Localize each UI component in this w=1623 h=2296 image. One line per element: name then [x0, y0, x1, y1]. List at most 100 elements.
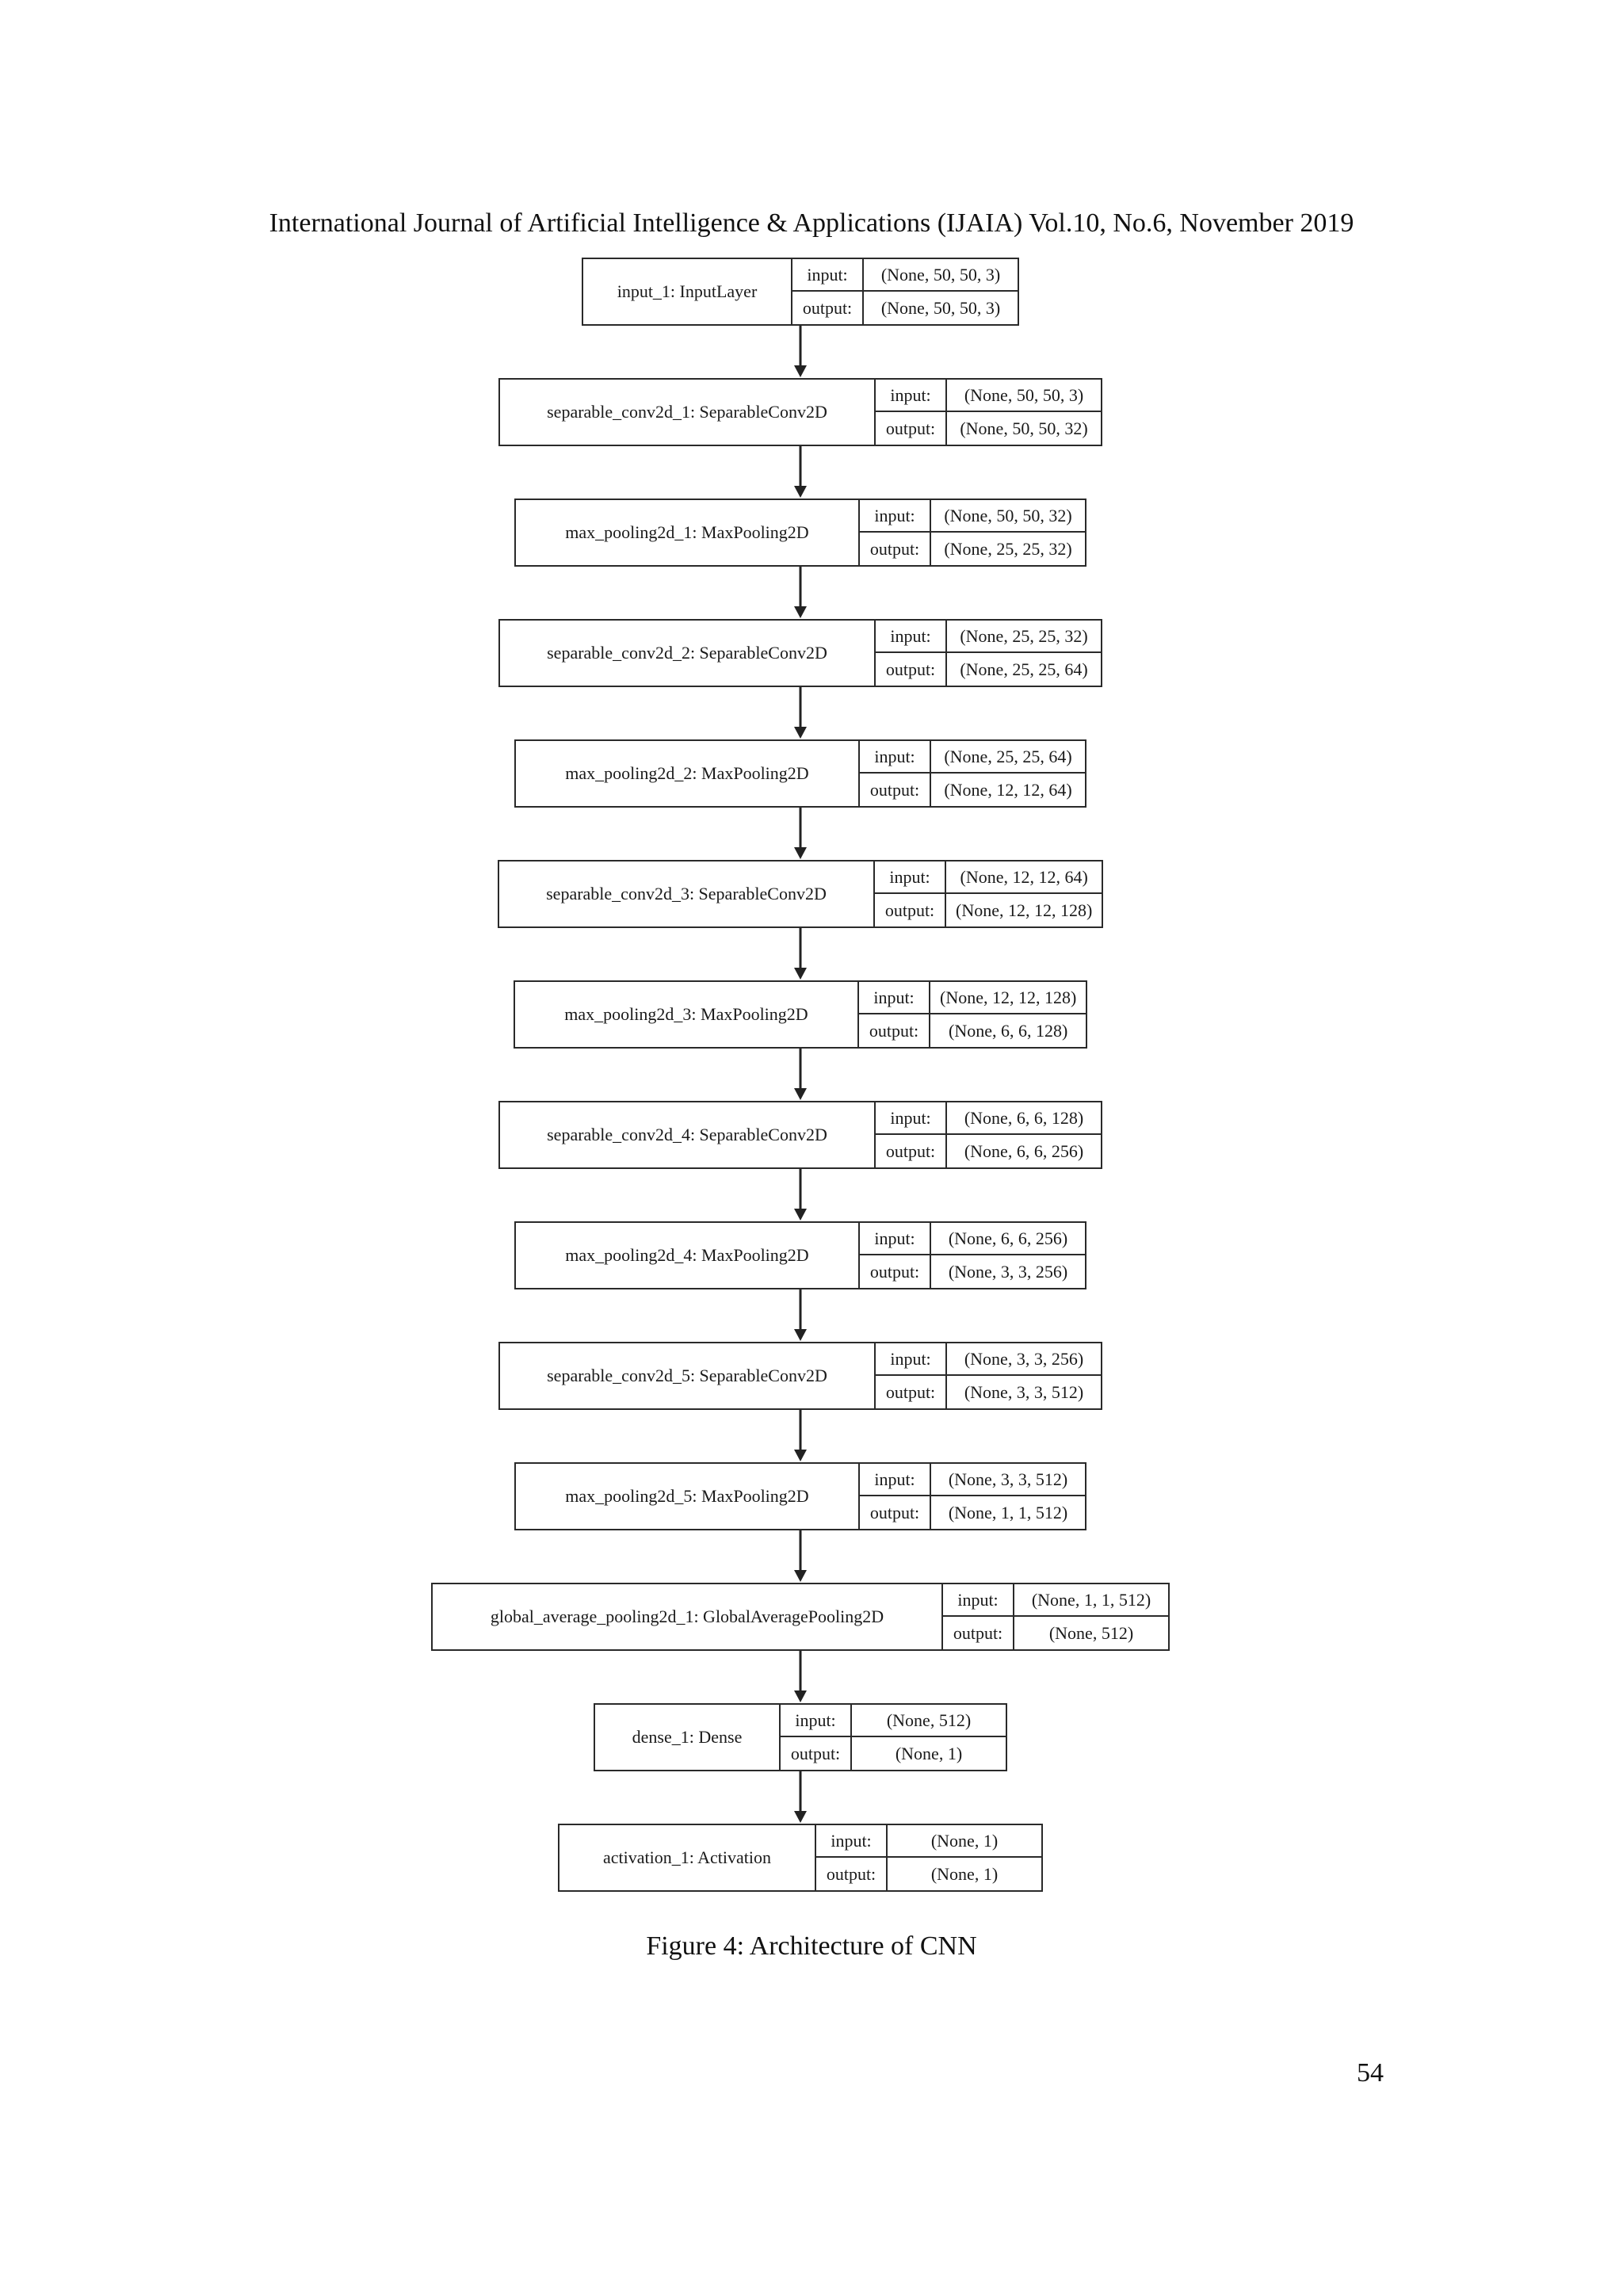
input-shape: (None, 50, 50, 3)	[947, 380, 1101, 412]
input-label: input:	[792, 259, 864, 292]
layer-io-table: input:(None, 12, 12, 64)output: (None, 12…	[875, 861, 1102, 926]
output-shape: (None, 6, 6, 128)	[949, 1020, 1068, 1041]
layer-io-table: input:(None, 3, 3, 256)output:(None, 3, …	[876, 1343, 1101, 1408]
layer-io-table: input:(None, 50, 50, 3)output:(None, 50,…	[792, 259, 1018, 324]
layer-box: global_average_pooling2d_1: GlobalAverag…	[431, 1583, 1170, 1651]
input-shape: (None, 50, 50, 32)	[931, 500, 1085, 533]
output-label: output:	[875, 894, 946, 926]
output-label: output:	[792, 292, 864, 324]
output-shape: (None, 12, 12, 64)	[944, 779, 1072, 800]
input-label: input:	[876, 1343, 947, 1376]
output-shape: (None, 25, 25, 64)	[960, 659, 1088, 679]
input-shape: (None, 50, 50, 3)	[864, 259, 1018, 292]
output-shape: (None, 3, 3, 256)	[948, 1261, 1068, 1282]
layer-io-table: input:(None, 1, 1, 512)output: (None, 512…	[943, 1584, 1168, 1649]
input-shape: (None, 512)	[852, 1705, 1006, 1737]
input-label: input:	[781, 1705, 852, 1737]
output-label: output:	[860, 1255, 931, 1288]
output-label: output:	[860, 1496, 931, 1529]
layer-name: activation_1: Activation	[559, 1825, 816, 1890]
output-label: output:	[860, 533, 931, 565]
input-label: input:	[859, 982, 930, 1014]
input-shape: (None, 1, 1, 512)	[1014, 1584, 1168, 1617]
figure-caption: Figure 4: Architecture of CNN	[646, 1931, 977, 1961]
layer-name: max_pooling2d_2: MaxPooling2D	[516, 741, 860, 806]
layer-name: separable_conv2d_2: SeparableConv2D	[500, 621, 876, 686]
arrowhead	[794, 1690, 807, 1702]
layer-io-table: input:(None, 50, 50, 32)output:(None, 25…	[860, 500, 1085, 565]
layer-io-table: input:(None, 25, 25, 64)output:(None, 12…	[860, 741, 1085, 806]
output-shape: (None, 3, 3, 512)	[964, 1381, 1084, 1402]
layer-io-table: input:(None, 1)output:(None, 1)	[816, 1825, 1041, 1890]
output-shape: (None, 1, 1, 512)	[948, 1502, 1068, 1522]
layer-name: max_pooling2d_1: MaxPooling2D	[516, 500, 860, 565]
output-shape: (None, 6, 6, 256)	[964, 1140, 1084, 1161]
arrowhead	[794, 606, 807, 618]
output-label: output:	[876, 412, 947, 445]
layer-name: max_pooling2d_3: MaxPooling2D	[515, 982, 859, 1047]
output-label: output:	[859, 1014, 930, 1047]
arrowhead	[794, 968, 807, 980]
layer-name: max_pooling2d_4: MaxPooling2D	[516, 1223, 860, 1288]
input-label: input:	[860, 500, 931, 533]
output-label: output:	[860, 774, 931, 806]
layer-name: dense_1: Dense	[595, 1705, 781, 1770]
layer-name: global_average_pooling2d_1: GlobalAverag…	[433, 1584, 943, 1649]
output-shape: (None, 50, 50, 32)	[960, 418, 1088, 438]
arrowhead	[794, 1570, 807, 1582]
input-label: input:	[816, 1825, 888, 1858]
layer-io-table: input:(None, 12, 12, 128)output: (None, 6…	[859, 982, 1086, 1047]
output-shape: (None, 512)	[1048, 1622, 1134, 1643]
layer-io-table: input:(None, 25, 25, 32)output:(None, 25…	[876, 621, 1101, 686]
arrowhead	[794, 1329, 807, 1341]
input-label: input:	[875, 861, 946, 894]
layer-io-table: input:(None, 6, 6, 256)output: (None, 3, …	[860, 1223, 1085, 1288]
input-shape: (None, 12, 12, 128)	[930, 982, 1086, 1014]
arrowhead	[794, 1209, 807, 1221]
output-shape: (None, 1)	[930, 1863, 999, 1884]
output-label: output:	[781, 1737, 852, 1770]
arrowhead	[794, 365, 807, 377]
input-shape: (None, 6, 6, 128)	[947, 1102, 1101, 1135]
output-label: output:	[943, 1617, 1014, 1649]
input-shape: (None, 3, 3, 512)	[931, 1464, 1085, 1496]
layer-name: separable_conv2d_3: SeparableConv2D	[499, 861, 875, 926]
layer-io-table: input:(None, 3, 3, 512)output:(None, 1, …	[860, 1464, 1085, 1529]
output-shape: (None, 12, 12, 128)	[956, 900, 1093, 920]
layer-name: separable_conv2d_4: SeparableConv2D	[500, 1102, 876, 1167]
output-label: output:	[876, 1376, 947, 1408]
input-shape: (None, 6, 6, 256)	[931, 1223, 1085, 1255]
input-label: input:	[860, 741, 931, 774]
layer-name: input_1: InputLayer	[583, 259, 792, 324]
input-label: input:	[876, 1102, 947, 1135]
flow-arrows	[794, 326, 807, 1823]
layer-io-table: input:(None, 512)output: (None, 1)	[781, 1705, 1006, 1770]
layer-name: separable_conv2d_5: SeparableConv2D	[500, 1343, 876, 1408]
input-label: input:	[876, 621, 947, 653]
arrowhead	[794, 1088, 807, 1100]
input-label: input:	[943, 1584, 1014, 1617]
input-shape: (None, 25, 25, 32)	[947, 621, 1101, 653]
arrowhead	[794, 727, 807, 739]
journal-header: International Journal of Artificial Inte…	[269, 208, 1354, 238]
input-shape: (None, 1)	[888, 1825, 1041, 1858]
input-label: input:	[876, 380, 947, 412]
input-label: input:	[860, 1223, 931, 1255]
arrowhead	[794, 486, 807, 498]
input-shape: (None, 12, 12, 64)	[946, 861, 1102, 894]
output-label: output:	[876, 1135, 947, 1167]
output-shape: (None, 1)	[895, 1743, 963, 1763]
arrowhead	[794, 847, 807, 859]
